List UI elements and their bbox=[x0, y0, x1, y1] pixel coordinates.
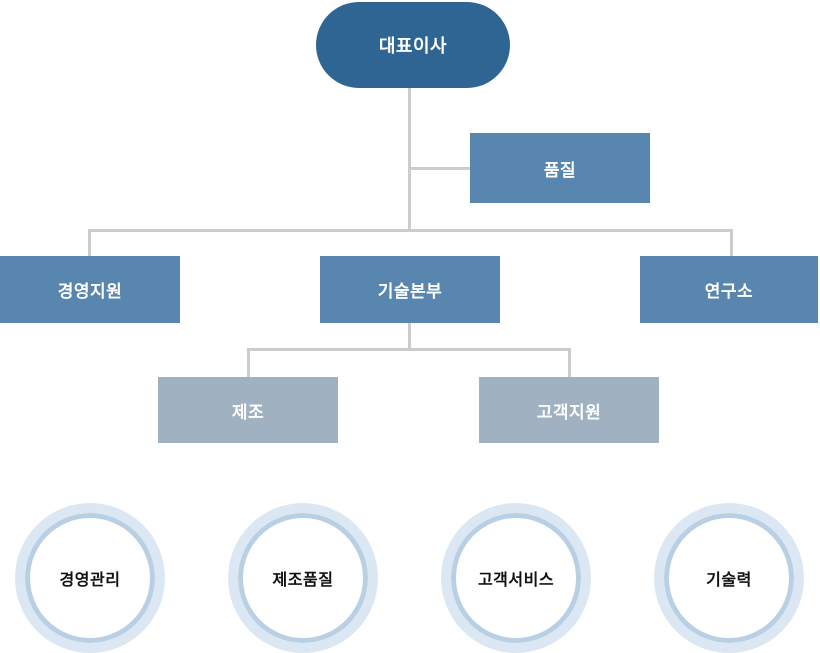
node-research-institute-label: 연구소 bbox=[704, 282, 754, 301]
circle-technical-capability: 기술력 bbox=[654, 503, 804, 653]
connector-sub-horizontal bbox=[247, 348, 571, 351]
connector-stub-sub-left bbox=[247, 348, 250, 378]
node-technology-division: 기술본부 bbox=[320, 256, 500, 323]
circle-management-administration-label: 경영관리 bbox=[59, 572, 121, 589]
circle-manufacturing-quality-label: 제조품질 bbox=[272, 572, 334, 589]
circle-technical-capability-label: 기술력 bbox=[706, 572, 752, 589]
node-research-institute: 연구소 bbox=[640, 256, 818, 323]
connector-main-horizontal bbox=[88, 229, 733, 232]
node-ceo: 대표이사 bbox=[316, 2, 510, 88]
node-technology-division-label: 기술본부 bbox=[377, 282, 443, 301]
node-management-support: 경영지원 bbox=[0, 256, 180, 323]
connector-root-down bbox=[408, 88, 411, 230]
connector-quality-branch bbox=[408, 167, 470, 170]
node-manufacturing-label: 제조 bbox=[231, 402, 265, 422]
circle-management-administration: 경영관리 bbox=[15, 503, 165, 653]
connector-stub-sub-right bbox=[568, 348, 571, 378]
circle-customer-service: 고객서비스 bbox=[441, 503, 591, 653]
connector-tech-down bbox=[408, 322, 411, 350]
node-quality-label: 품질 bbox=[543, 160, 577, 180]
node-quality: 품질 bbox=[470, 133, 650, 203]
circle-manufacturing-quality: 제조품질 bbox=[228, 503, 378, 653]
node-customer-support: 고객지원 bbox=[479, 377, 659, 443]
connector-stub-left bbox=[88, 229, 91, 257]
connector-stub-right bbox=[730, 229, 733, 257]
node-customer-support-label: 고객지원 bbox=[536, 402, 602, 422]
node-manufacturing: 제조 bbox=[158, 377, 338, 443]
node-management-support-label: 경영지원 bbox=[57, 282, 123, 301]
node-ceo-label: 대표이사 bbox=[378, 36, 448, 56]
circle-customer-service-label: 고객서비스 bbox=[477, 572, 555, 589]
